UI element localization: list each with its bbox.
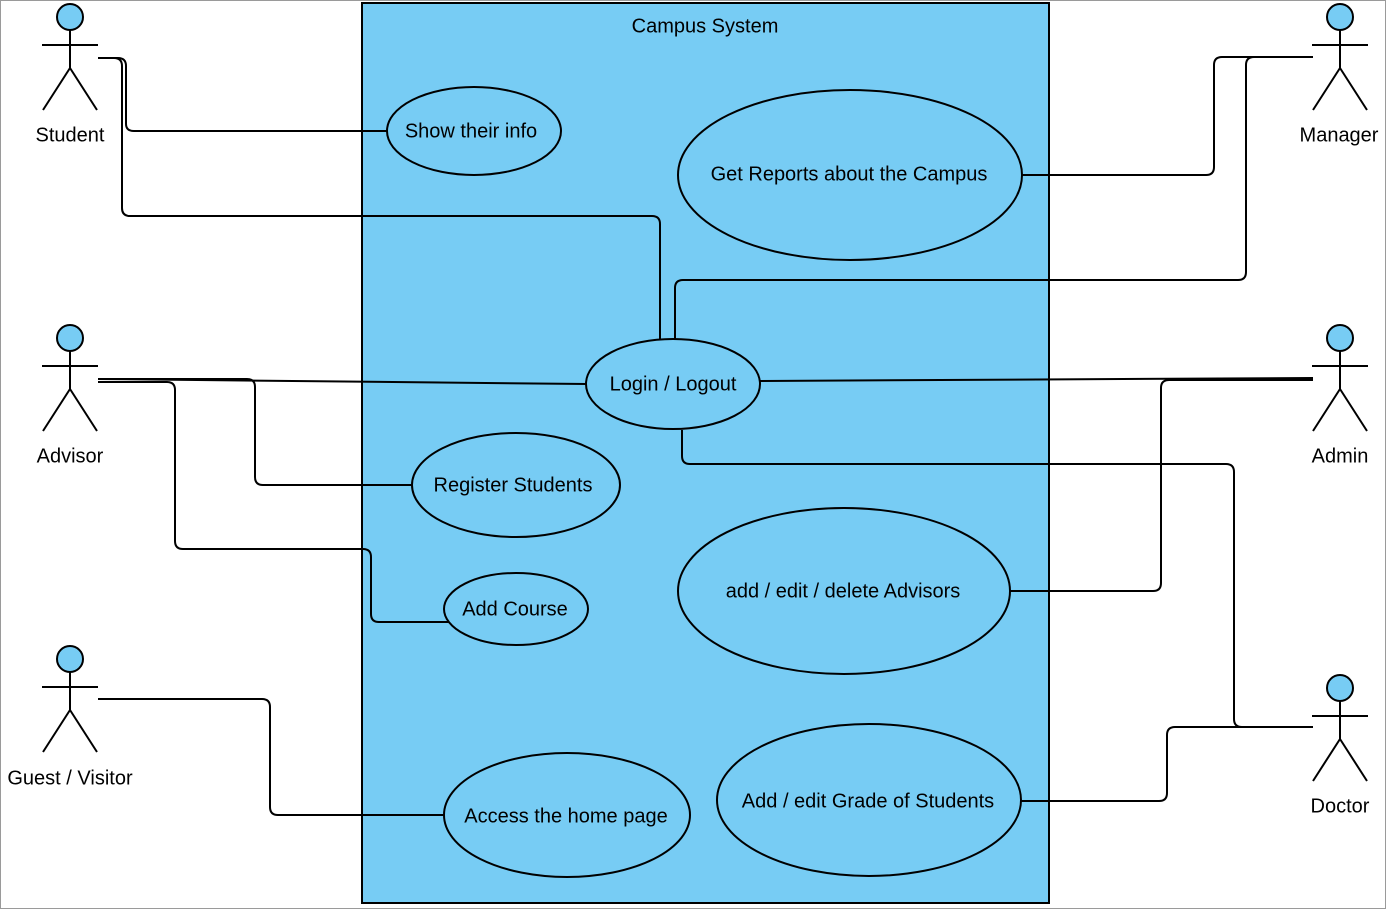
use-case-get-reports-label: Get Reports about the Campus (711, 163, 988, 185)
actor-student-label: Student (36, 124, 105, 146)
use-case-show-info-label: Show their info (405, 120, 537, 142)
guest-to-home-page-line (98, 698, 444, 816)
admin-to-advisors-line (1010, 379, 1313, 592)
actor-manager-label: Manager (1300, 124, 1379, 146)
use-case-grades-label: Add / edit Grade of Students (742, 790, 994, 812)
use-case-show-info[interactable]: Show their info (386, 86, 562, 176)
actor-body (42, 351, 98, 432)
use-case-get-reports[interactable]: Get Reports about the Campus (677, 89, 1023, 261)
actor-head (56, 324, 84, 352)
actor-admin-label: Admin (1312, 445, 1369, 467)
student-to-show-info-line (98, 57, 387, 132)
use-case-manage-advisors-label: add / edit / delete Advisors (726, 580, 961, 602)
actor-guest-label: Guest / Visitor (7, 767, 133, 789)
use-case-home-page-label: Access the home page (464, 805, 667, 827)
admin-to-login-line (759, 377, 1314, 382)
actor-body (42, 30, 98, 111)
use-case-add-course[interactable]: Add Course (443, 572, 589, 646)
use-case-add-course-label: Add Course (462, 598, 568, 620)
use-case-register-students-label: Register Students (434, 474, 593, 496)
actor-head (56, 645, 84, 673)
login-to-doctor-line (681, 430, 1313, 728)
actor-guest[interactable]: Guest / Visitor (7, 645, 133, 789)
actor-head (1326, 674, 1354, 702)
actor-student[interactable]: Student (36, 3, 105, 146)
use-case-login[interactable]: Login / Logout (585, 338, 761, 430)
actor-head (1326, 3, 1354, 31)
actor-doctor[interactable]: Doctor (1311, 674, 1370, 817)
associations (97, 56, 1314, 816)
manager-to-login-line (674, 56, 1313, 340)
actor-body (1312, 30, 1368, 111)
use-case-register-students[interactable]: Register Students (411, 432, 621, 538)
actor-body (1312, 351, 1368, 432)
actor-head (56, 3, 84, 31)
use-case-manage-advisors[interactable]: add / edit / delete Advisors (677, 507, 1011, 675)
actor-body (42, 672, 98, 753)
actor-advisor[interactable]: Advisor (37, 324, 104, 467)
use-case-home-page[interactable]: Access the home page (443, 752, 691, 878)
actor-advisor-label: Advisor (37, 445, 104, 467)
manager-to-reports-line (1022, 56, 1313, 176)
actor-manager[interactable]: Manager (1300, 3, 1379, 146)
use-case-login-label: Login / Logout (610, 373, 737, 395)
actor-body (1312, 701, 1368, 782)
advisor-to-register-line (98, 378, 412, 486)
actor-head (1326, 324, 1354, 352)
student-to-login-line (98, 57, 661, 340)
actor-admin[interactable]: Admin (1312, 324, 1369, 467)
advisor-to-add-course-line (98, 381, 451, 623)
system-title: Campus System (632, 15, 779, 37)
use-case-grades[interactable]: Add / edit Grade of Students (716, 723, 1022, 877)
doctor-to-grades-line (1021, 726, 1313, 802)
actor-doctor-label: Doctor (1311, 795, 1370, 817)
